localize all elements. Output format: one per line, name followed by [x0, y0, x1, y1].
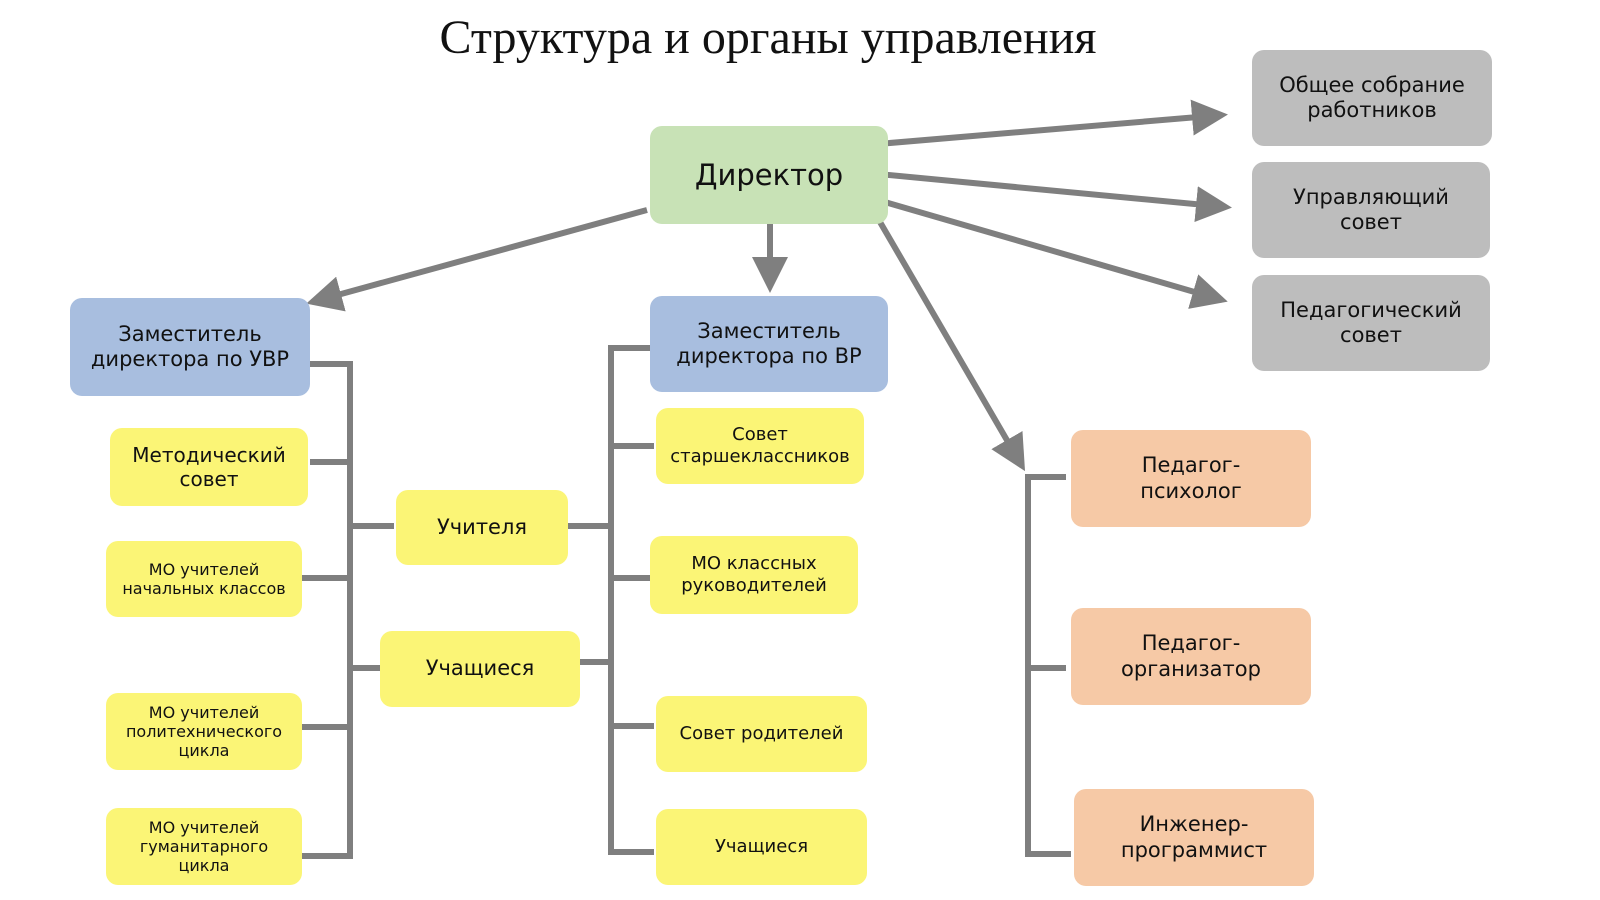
- general-meeting-box: Общее собрание работников: [1252, 50, 1492, 146]
- organizer-box: Педагог-организатор: [1071, 608, 1311, 705]
- students-shared-box: Учащиеся: [380, 631, 580, 707]
- methodical-council-box: Методический совет: [110, 428, 308, 506]
- mo-polytechnic-box: МО учителей политехнического цикла: [106, 693, 302, 770]
- students-vr-box: Учащиеся: [656, 809, 867, 885]
- mo-primary-box: МО учителей начальных классов: [106, 541, 302, 617]
- governing-council-box: Управляющий совет: [1252, 162, 1490, 258]
- arrow-director-governing-council: [877, 171, 1232, 223]
- director-box: Директор: [650, 126, 888, 224]
- uvr-bracket: [302, 361, 353, 859]
- senior-council-box: Совет старшеклассников: [656, 408, 864, 484]
- arrow-director-pedagogical-council: [877, 197, 1228, 309]
- deputy-uvr-box: Заместитель директора по УВР: [70, 298, 310, 396]
- vr-bracket: [608, 345, 654, 855]
- deputy-vr-box: Заместитель директора по ВР: [650, 296, 888, 392]
- arrow-director-deputy-uvr: [306, 207, 648, 312]
- teachers-box: Учителя: [396, 490, 568, 565]
- arrow-director-general-meeting: [877, 99, 1228, 147]
- parents-council-box: Совет родителей: [656, 696, 867, 772]
- psychologist-box: Педагог-психолог: [1071, 430, 1311, 527]
- arrow-director-specialists: [877, 220, 1026, 472]
- page-title: Структура и органы управления: [439, 11, 1097, 64]
- pedagogical-council-box: Педагогический совет: [1252, 275, 1490, 371]
- mo-class-teachers-box: МО классных руководителей: [650, 536, 858, 614]
- programmer-box: Инженер-программист: [1074, 789, 1314, 886]
- mo-humanitarian-box: МО учителей гуманитарного цикла: [106, 808, 302, 885]
